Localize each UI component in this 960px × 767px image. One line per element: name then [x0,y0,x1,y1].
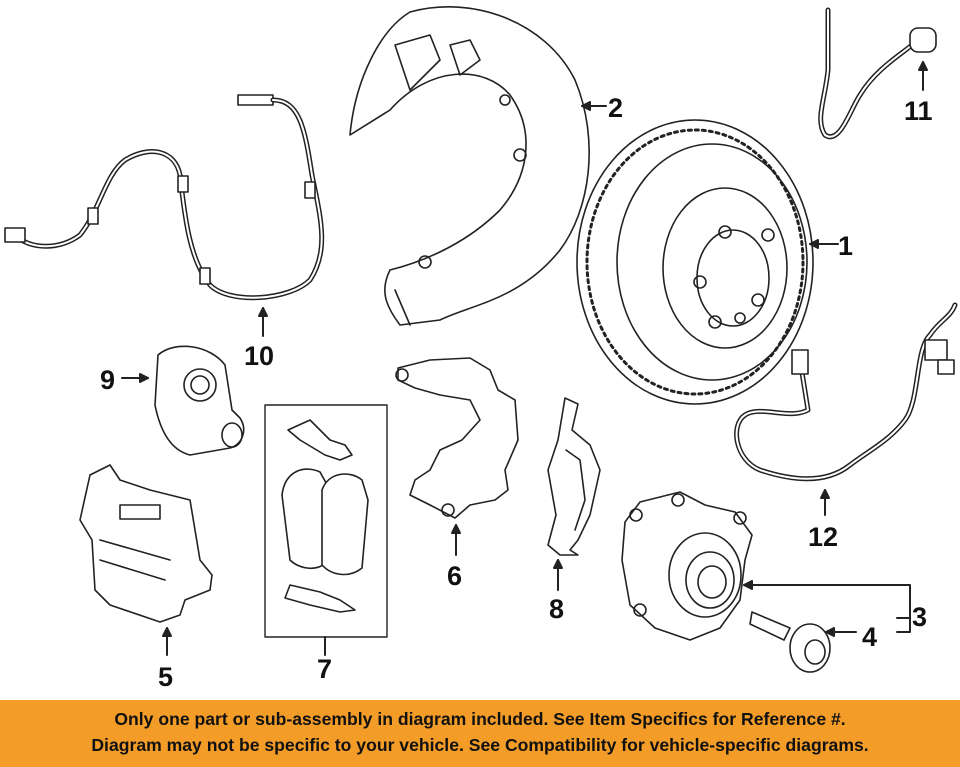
wear-sensor-wire-lower [734,302,958,482]
brake-rotor [576,119,814,405]
callout-2: 2 [608,93,623,123]
callout-11: 11 [904,96,933,126]
caliper-motor [154,345,245,456]
leader-lines [121,61,928,656]
callout-3: 3 [912,602,927,632]
callout-1: 1 [838,231,853,261]
wheel-hub [621,491,753,641]
callout-7: 7 [317,654,332,684]
caliper-carrier [395,357,519,519]
callout-8: 8 [549,594,564,624]
brake-pad-kit [264,404,388,638]
abs-sensor-wire [4,94,325,301]
brake-parts-diagram: 1 2 11 10 9 5 7 6 8 12 3 4 [4,5,958,692]
callout-5: 5 [158,662,173,692]
disclaimer-banner: Only one part or sub-assembly in diagram… [0,700,960,767]
wear-sensor-wire-upper [818,7,937,140]
callout-9: 9 [100,365,115,395]
dust-shield [349,5,590,326]
disclaimer-line-1: Only one part or sub-assembly in diagram… [114,709,846,729]
disclaimer-line-2: Diagram may not be specific to your vehi… [91,735,869,755]
callout-6: 6 [447,561,462,591]
callout-10: 10 [244,341,274,371]
caliper-housing [79,464,213,623]
hub-bolt [749,611,831,673]
callout-4: 4 [862,622,877,652]
pad-retaining-clip [547,397,601,556]
callout-12: 12 [808,522,838,552]
